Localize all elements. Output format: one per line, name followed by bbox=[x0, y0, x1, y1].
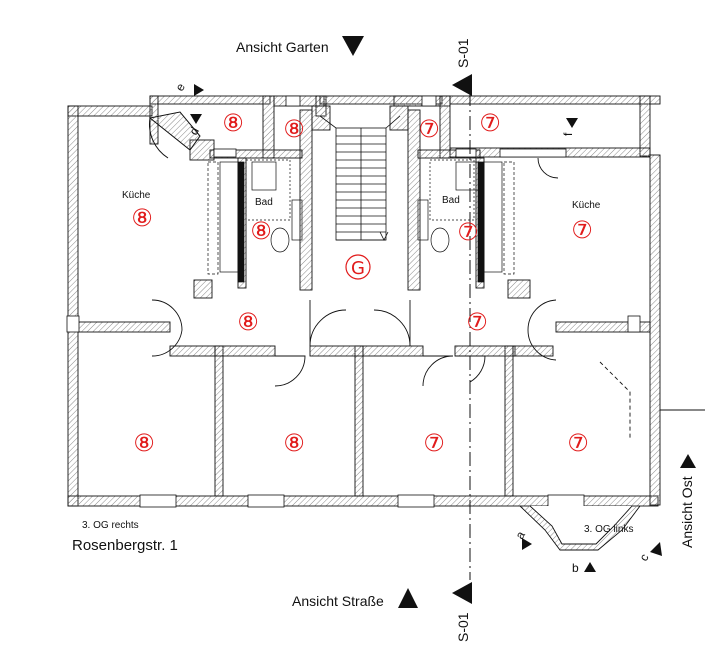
section-top-label: S-01 bbox=[455, 38, 471, 68]
section-bottom-label: S-01 bbox=[455, 612, 471, 642]
garden-view-triangle bbox=[342, 36, 364, 56]
staircase bbox=[319, 115, 401, 241]
street-view-label: Ansicht Straße bbox=[292, 593, 384, 609]
east-view-label: Ansicht Ost bbox=[679, 476, 695, 548]
right-unit-caption: 3. OG rechts bbox=[82, 520, 139, 531]
unit-number-balcony-r1: ⑦ bbox=[418, 115, 440, 143]
fixtures bbox=[207, 159, 515, 283]
unit-number-room-4: ⑦ bbox=[567, 429, 589, 457]
marker-a: a bbox=[512, 528, 528, 541]
unit-number-room-2: ⑧ bbox=[283, 429, 305, 457]
unit-numbers: ⑧ ⑧ ⑦ ⑦ ⑧ ⑧ ⑦ ⑦ ⑧ ⑦ ⑧ ⑧ ⑦ ⑦ bbox=[131, 109, 593, 457]
unit-number-bath-left: ⑧ bbox=[250, 217, 272, 245]
marker-f: f bbox=[561, 132, 575, 136]
marker-f-triangle bbox=[566, 118, 578, 128]
unit-number-hall-left: ⑧ bbox=[237, 308, 259, 336]
marker-e-triangle bbox=[194, 84, 204, 96]
balcony-left bbox=[148, 111, 201, 159]
bath-right-label: Bad bbox=[442, 195, 460, 206]
stair-badge-circle bbox=[345, 254, 371, 280]
unit-number-balcony-l2: ⑧ bbox=[283, 115, 305, 143]
marker-b: b bbox=[572, 561, 579, 575]
marker-c-triangle bbox=[650, 542, 662, 556]
marker-a-triangle bbox=[522, 538, 532, 550]
marker-c: c bbox=[636, 551, 651, 563]
east-bay bbox=[519, 505, 641, 551]
windows bbox=[66, 95, 641, 508]
section-bottom-triangle bbox=[452, 582, 472, 604]
east-view-triangle bbox=[680, 454, 696, 468]
unit-number-kitchen-right: ⑦ bbox=[571, 216, 593, 244]
garden-view-label: Ansicht Garten bbox=[236, 39, 329, 55]
unit-number-room-1: ⑧ bbox=[133, 429, 155, 457]
marker-b-triangle bbox=[584, 562, 596, 572]
kitchen-left-label: Küche bbox=[122, 190, 151, 201]
address-caption: Rosenbergstr. 1 bbox=[72, 537, 178, 554]
unit-number-room-3: ⑦ bbox=[423, 429, 445, 457]
section-top-triangle bbox=[452, 74, 472, 96]
doors bbox=[151, 157, 705, 440]
unit-number-balcony-r2: ⑦ bbox=[479, 109, 501, 137]
left-unit-caption: 3. OG links bbox=[584, 524, 633, 535]
unit-number-hall-right: ⑦ bbox=[466, 308, 488, 336]
marker-e: e bbox=[172, 80, 188, 93]
unit-number-kitchen-left: ⑧ bbox=[131, 204, 153, 232]
unit-number-balcony-l1: ⑧ bbox=[222, 109, 244, 137]
street-view-triangle bbox=[398, 588, 418, 608]
unit-number-stair: G bbox=[351, 258, 365, 279]
unit-number-bath-right: ⑦ bbox=[457, 218, 479, 246]
bath-left-label: Bad bbox=[255, 197, 273, 208]
marker-d-triangle bbox=[190, 114, 202, 124]
kitchen-right-label: Küche bbox=[572, 200, 601, 211]
